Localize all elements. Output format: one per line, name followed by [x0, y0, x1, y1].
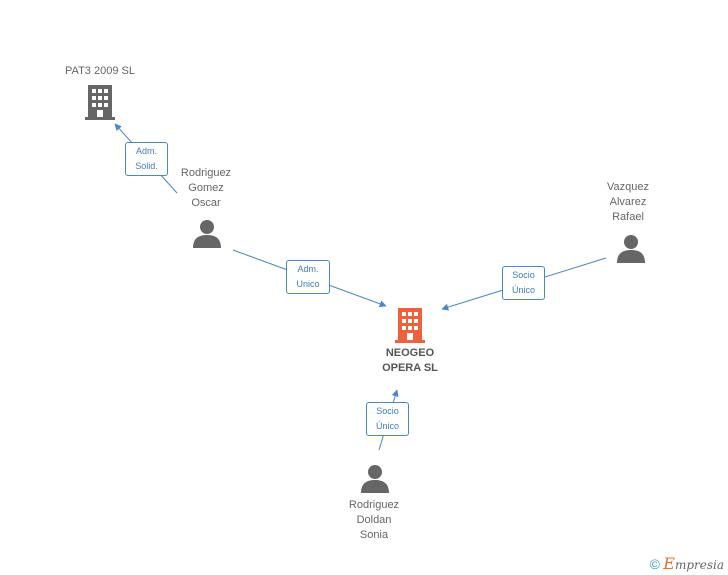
node-label-line: Rafael: [612, 211, 644, 223]
node-neogeo[interactable]: NEOGEO OPERA SL: [360, 306, 460, 376]
edge-label-line: Socio: [376, 406, 399, 416]
person-icon: [361, 465, 389, 493]
edge-label-line: Adm.: [297, 264, 319, 274]
edge-label-line: Adm.: [135, 146, 157, 156]
node-label-line: Rodriguez: [180, 167, 232, 179]
brand-logo: Empresia: [663, 554, 724, 573]
node-rodriguez-doldan[interactable]: Rodriguez Doldan Sonia: [324, 464, 424, 543]
node-label-line: NEOGEO: [385, 347, 435, 359]
node-label-line: Oscar: [191, 197, 221, 209]
brand-initial: E: [663, 554, 675, 573]
node-label-line: Doldan: [356, 514, 392, 526]
edge-label-line: Unico: [296, 279, 320, 289]
person-icon: [193, 220, 221, 248]
edge-label-line: Único: [375, 421, 399, 431]
node-label-line: OPERA SL: [382, 362, 438, 374]
building-icon: [395, 308, 425, 343]
edge-label-socio-unico-vazquez[interactable]: Socio Único: [502, 266, 545, 300]
node-pat3[interactable]: PAT3 2009 SL: [50, 64, 150, 121]
node-label-line: Gomez: [188, 182, 224, 194]
node-rodriguez-gomez[interactable]: Rodriguez Gomez Oscar: [156, 166, 256, 249]
edge-label-adm-solid[interactable]: Adm. Solid.: [125, 142, 168, 176]
node-label-line: Vazquez: [607, 181, 649, 193]
brand-name: mpresia: [674, 558, 724, 572]
node-vazquez[interactable]: Vazquez Alvarez Rafael: [578, 180, 678, 264]
node-label-line: Alvarez: [609, 196, 647, 208]
edge-label-line: Socio: [512, 270, 535, 280]
footer-brand: © Empresia: [650, 554, 724, 573]
edge-label-adm-unico[interactable]: Adm. Unico: [286, 260, 330, 294]
person-icon: [617, 235, 645, 263]
edge-label-socio-unico-doldan[interactable]: Socio Único: [366, 402, 409, 436]
edge-label-line: Solid.: [135, 161, 158, 171]
edge-label-line: Único: [511, 285, 535, 295]
building-icon: [85, 85, 115, 120]
copyright-symbol: ©: [649, 556, 660, 572]
node-label-line: Sonia: [359, 529, 389, 541]
node-label-line: PAT3 2009 SL: [65, 65, 135, 77]
node-label-line: Rodriguez: [348, 499, 400, 511]
